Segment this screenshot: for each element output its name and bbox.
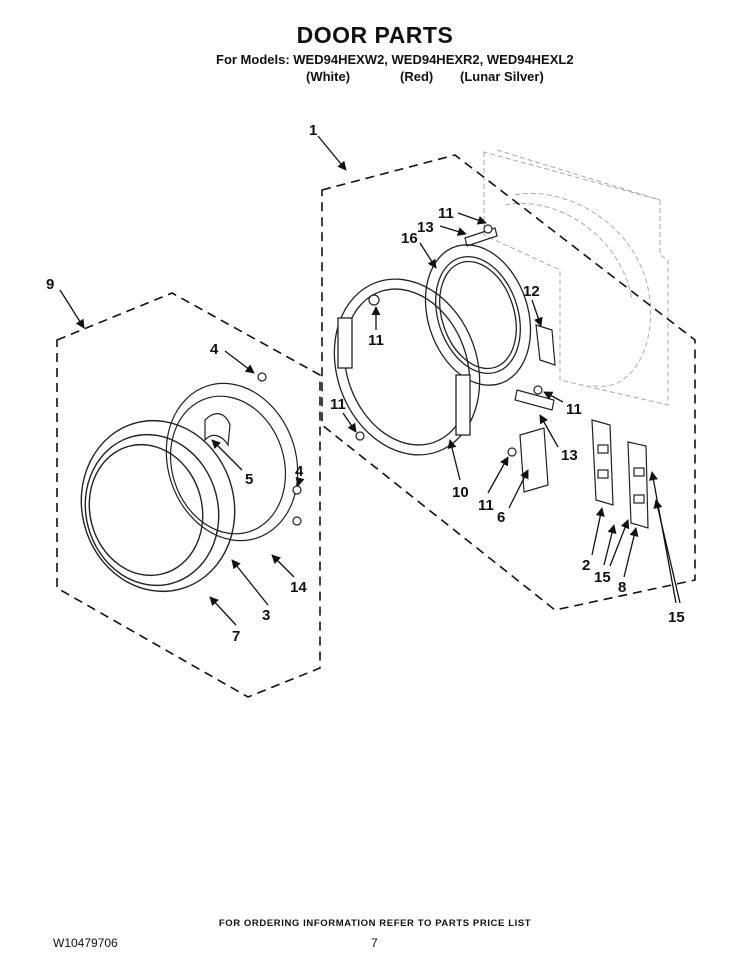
leader-3 [231,559,269,606]
callout-13: 13 [417,219,434,236]
doc-number: W10479706 [53,936,118,950]
callout-5: 5 [245,471,253,488]
callout-7: 7 [232,628,240,645]
leader-15-c [649,471,677,604]
callout-9: 9 [46,276,54,293]
leader-11-mid [487,456,509,494]
leader-9 [59,289,85,329]
page-number: 7 [371,936,378,950]
door-trim-ring [165,382,299,542]
ordering-note: FOR ORDERING INFORMATION REFER TO PARTS … [218,918,532,929]
leader-6 [508,469,529,509]
inner-door-panel [333,278,481,456]
callout-6: 6 [497,509,505,526]
leader-13 [439,225,467,236]
leader-4-top [224,350,255,374]
leader-14 [271,554,295,578]
door-deflector [204,413,231,447]
leader-15-a [603,524,617,566]
callout-12: 12 [523,283,540,300]
callout-2: 2 [582,557,590,574]
latch-parts [464,227,556,493]
door-window-frame [424,244,532,386]
leader-11-low [342,412,357,433]
callout-11: 11 [478,497,494,514]
page-title: DOOR PARTS [296,22,454,48]
leader-11-right [543,391,564,403]
leader-1 [317,135,347,171]
callout-11: 11 [566,401,582,418]
callout-11: 11 [438,205,454,222]
leader-8 [623,527,639,578]
leader-16 [419,242,437,269]
leader-15-b [609,519,630,567]
callout-1: 1 [309,122,317,139]
leader-11-top [457,212,487,225]
callout-15: 15 [668,609,685,626]
leader-5 [211,439,243,471]
outer-door-ring [80,419,236,593]
leader-7 [209,596,237,626]
callout-11: 11 [330,396,346,413]
callout-15: 15 [594,569,611,586]
leader-4-low [295,476,305,487]
leader-15-d [653,499,681,604]
models-line: For Models: WED94HEXW2, WED94HEXR2, WED9… [216,52,574,67]
callout-14: 14 [290,579,307,596]
callout-11: 11 [368,332,384,349]
callout-8: 8 [618,579,626,596]
hinge-parts [591,419,649,529]
color-red: (Red) [400,69,434,84]
color-white: (White) [306,69,351,84]
callout-16: 16 [401,230,418,247]
outer-door-box [56,292,321,698]
callout-4: 4 [295,463,304,480]
leader-10 [447,439,461,481]
callout-10: 10 [452,484,469,501]
leader-2 [591,507,605,556]
color-lunar-silver: (Lunar Silver) [460,69,544,84]
door-assembly-box [321,154,696,611]
washer-cabinet-outline [483,149,669,406]
callout-13: 13 [561,447,578,464]
leader-13-right [539,414,559,448]
screws [257,224,543,526]
callout-3: 3 [262,607,270,624]
leader-12 [531,299,543,327]
callout-4: 4 [210,341,219,358]
